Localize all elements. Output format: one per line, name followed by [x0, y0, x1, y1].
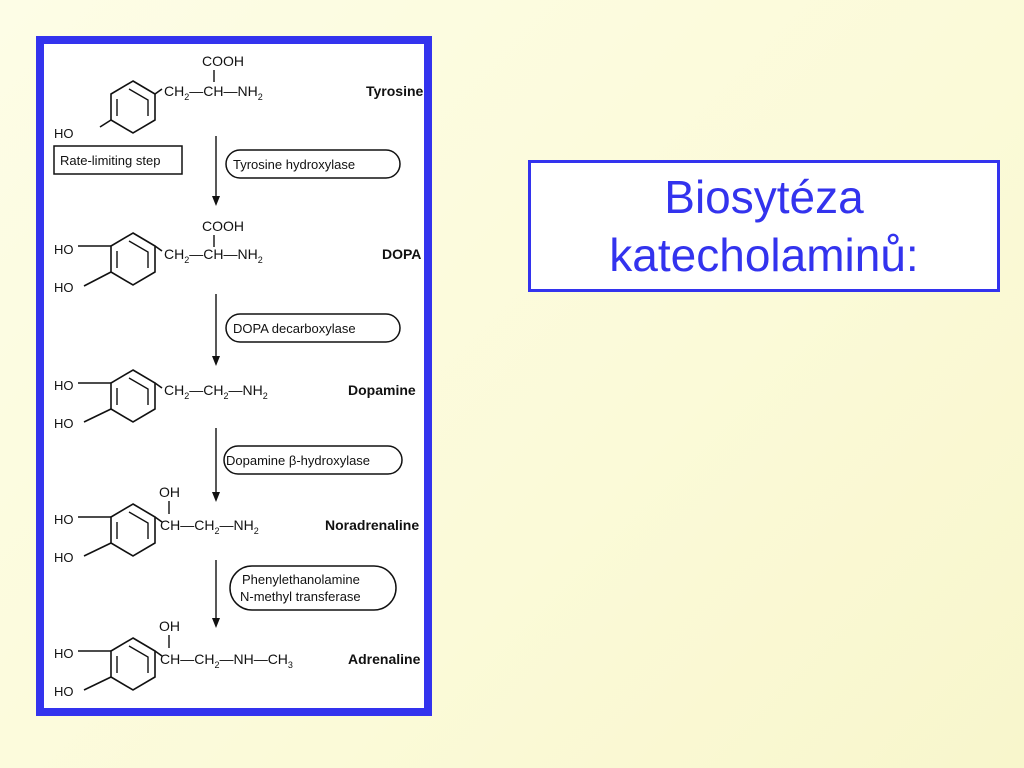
- top-group: COOH: [202, 218, 244, 234]
- enzyme-label: DOPA decarboxylase: [233, 321, 356, 336]
- benzene-ring-icon: [110, 369, 156, 423]
- side-chain: CH2—CH—NH2: [164, 246, 263, 265]
- pathway-diagram: Rate-limiting step HO COOH CH2—CH—NH2 Ty…: [53, 53, 424, 699]
- side-chain: CH2—CH—NH2: [164, 83, 263, 102]
- benzene-ring-icon: [110, 637, 156, 691]
- enzyme-label: N-methyl transferase: [240, 589, 361, 604]
- ring-hydroxyl: HO: [54, 550, 74, 565]
- rate-limiting-box: [53, 145, 183, 175]
- arrow-down-icon: [212, 356, 220, 366]
- enzyme-pill: [229, 565, 397, 611]
- compound-dopa: HO HO COOH CH2—CH—NH2 DOPA: [54, 218, 421, 295]
- title-box: Biosytéza katecholaminů:: [528, 160, 1000, 292]
- side-chain: CH—CH2—NH2: [160, 517, 259, 536]
- compound-name: Adrenaline: [348, 651, 421, 667]
- ring-hydroxyl: HO: [54, 684, 74, 699]
- enzyme-pill: [225, 149, 401, 179]
- compound-noradrenaline: HO HO OH CH—CH2—NH2 Noradrenaline: [54, 484, 419, 565]
- arrow-down-icon: [212, 492, 220, 502]
- ring-hydroxyl: HO: [54, 512, 74, 527]
- ring-hydroxyl: HO: [54, 242, 74, 257]
- top-group: OH: [159, 484, 180, 500]
- enzyme-label: Phenylethanolamine: [242, 572, 360, 587]
- top-group: COOH: [202, 53, 244, 69]
- compound-name: Noradrenaline: [325, 517, 419, 533]
- arrow-down-icon: [212, 196, 220, 206]
- compound-name: Dopamine: [348, 382, 416, 398]
- ring-hydroxyl: HO: [54, 378, 74, 393]
- title-line-1: Biosytéza: [664, 171, 864, 223]
- ring-hydroxyl: HO: [54, 646, 74, 661]
- enzyme-label: Tyrosine hydroxylase: [233, 157, 355, 172]
- benzene-ring-icon: [110, 80, 156, 134]
- benzene-ring-icon: [110, 503, 156, 557]
- compound-adrenaline: HO HO OH CH—CH2—NH—CH3 Adrenaline: [54, 618, 421, 699]
- enzyme-label: Dopamine β-hydroxylase: [226, 453, 370, 468]
- enzyme-pill: [225, 313, 401, 343]
- side-chain: CH—CH2—NH—CH3: [160, 651, 293, 670]
- rate-limiting-label: Rate-limiting step: [60, 153, 160, 168]
- ring-hydroxyl: HO: [54, 416, 74, 431]
- side-chain: CH2—CH2—NH2: [164, 382, 268, 401]
- compound-tyrosine: HO COOH CH2—CH—NH2 Tyrosine: [54, 53, 424, 141]
- compound-dopamine: HO HO CH2—CH2—NH2 Dopamine: [54, 369, 416, 431]
- enzyme-pill: [223, 445, 403, 475]
- benzene-ring-icon: [110, 232, 156, 286]
- ring-hydroxyl: HO: [54, 126, 74, 141]
- ring-hydroxyl: HO: [54, 280, 74, 295]
- top-group: OH: [159, 618, 180, 634]
- compound-name: Tyrosine: [366, 83, 424, 99]
- title-line-2: katecholaminů:: [609, 229, 919, 281]
- compound-name: DOPA: [382, 246, 421, 262]
- pathway-figure: Rate-limiting step HO COOH CH2—CH—NH2 Ty…: [36, 36, 432, 716]
- arrow-down-icon: [212, 618, 220, 628]
